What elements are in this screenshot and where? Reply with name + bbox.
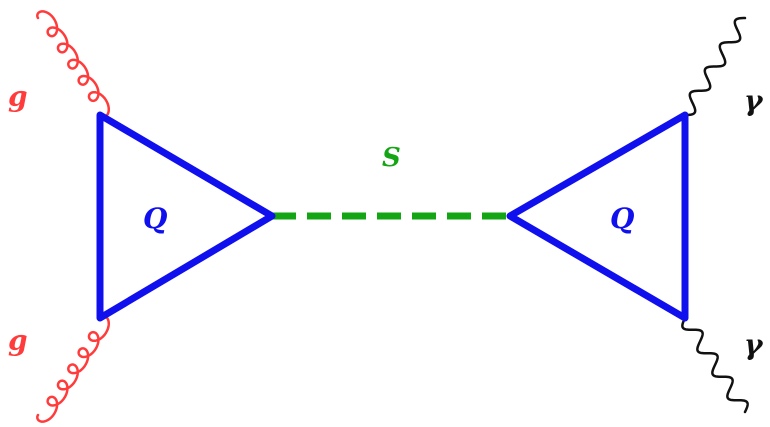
quark-loop-right: [506, 111, 689, 322]
gluon-label-top: g: [8, 80, 28, 113]
scalar-label: S: [382, 143, 401, 173]
quark-loop-left: [96, 111, 276, 322]
photon-label-bottom: γ: [744, 328, 764, 361]
gluon-line-top: [36, 10, 110, 119]
quark-label-left: Q: [143, 202, 167, 235]
gluon-line-bottom: [36, 314, 110, 423]
gluon-label-bottom: g: [8, 324, 28, 357]
photon-line-top: [683, 16, 747, 117]
quark-label-right: Q: [610, 202, 634, 235]
photon-label-top: γ: [744, 84, 764, 117]
photon-line-bottom: [681, 316, 749, 414]
